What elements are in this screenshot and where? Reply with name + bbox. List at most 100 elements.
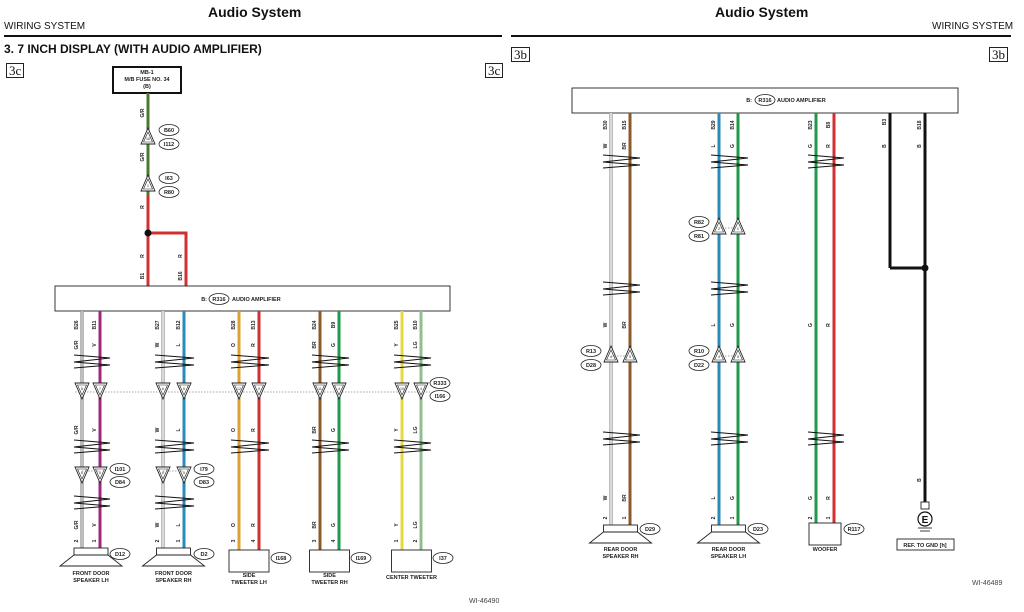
right-group-0-code-bot-0: W bbox=[603, 495, 609, 500]
left-ref-box-right[interactable]: 3c bbox=[485, 63, 504, 78]
left-group-0-mid-connector-1-connector-icon bbox=[92, 382, 108, 401]
inline-connector-b60-bottom: I112 bbox=[164, 142, 174, 148]
right-ref-box-right[interactable]: 3b bbox=[989, 47, 1008, 62]
left-group-4-mid-connector-1-connector-inner bbox=[416, 384, 426, 396]
fuse-wire-code-low: R bbox=[140, 205, 146, 209]
left-group-1-connector: D2 bbox=[200, 552, 207, 558]
right-group-1-code-bot-1: G bbox=[730, 496, 736, 500]
right-group-2-code-mid-0: G bbox=[808, 323, 814, 327]
left-group-0-lower-connector-bottom: D84 bbox=[115, 480, 126, 486]
fuse-wire-code-b16: R bbox=[178, 254, 184, 258]
inline-connector-i63-pin: 1 bbox=[147, 184, 149, 188]
right-group-2-code-top-0: G bbox=[808, 144, 814, 148]
left-group-1-lower-connector-top-oval bbox=[193, 463, 215, 475]
right-group-0-pin-amp-0: B30 bbox=[603, 120, 609, 129]
right-group-2-code-bot-1: R bbox=[826, 496, 832, 500]
inline-connector-i63-connector-inner bbox=[143, 178, 153, 190]
left-group-0-mid-connector-0-connector-inner bbox=[77, 384, 87, 396]
inline-connector-b60-pin: 16 bbox=[146, 137, 150, 141]
left-group-1-lower-connector-1-connector-inner bbox=[179, 468, 189, 480]
fuse-wire-red-branch bbox=[148, 231, 188, 287]
left-group-2-code-top-0: O bbox=[231, 343, 237, 347]
inline-connector-i63-connector-icon bbox=[140, 173, 156, 192]
left-amp-name: AUDIO AMPLIFIER bbox=[232, 297, 281, 303]
splice-dot bbox=[144, 229, 152, 237]
left-group-0-break-low bbox=[73, 495, 111, 510]
left-section-label: WIRING SYSTEM bbox=[4, 21, 86, 32]
right-group-1-end-pin-0: 2 bbox=[711, 516, 717, 519]
left-group-1-code-bot-1: L bbox=[176, 523, 182, 526]
right-group-0-lower-connector-1-pin: 3 bbox=[629, 355, 631, 359]
right-group-1-upper-connector-1-connector-inner bbox=[733, 221, 743, 233]
left-group-1-break-top bbox=[154, 354, 195, 369]
right-ref-box-left[interactable]: 3b bbox=[511, 47, 530, 62]
left-group-2-mid-connector-0-connector-inner bbox=[234, 384, 244, 396]
left-group-4-mid-connector-1-connector-icon bbox=[413, 382, 429, 401]
left-group-0-lower-connector-0-pin: 6 bbox=[81, 471, 83, 475]
right-group-1-break-1 bbox=[710, 154, 749, 169]
right-group-0-connector-oval bbox=[639, 523, 661, 535]
fuse-wire-pin-b1: B1 bbox=[140, 273, 146, 280]
right-group-0-lower-connector-bottom-oval bbox=[580, 359, 602, 371]
left-group-2-break-top bbox=[230, 354, 270, 369]
right-group-1-code-mid-1: G bbox=[730, 323, 736, 327]
left-group-0-mid-connector-1-connector-inner bbox=[95, 384, 105, 396]
right-group-0-code-mid-0: W bbox=[603, 322, 609, 327]
left-amplifier-box bbox=[54, 285, 451, 312]
left-group-1-code-top-1: L bbox=[176, 343, 182, 346]
ground-ref-box bbox=[896, 538, 955, 551]
left-group-1-code-mid-0: W bbox=[155, 427, 161, 432]
left-group-1-speaker-cone-icon bbox=[141, 554, 206, 567]
right-group-0-code-top-1: BR bbox=[622, 142, 628, 150]
left-group-2-break-mid bbox=[230, 439, 270, 454]
left-group-3-end-pin-0: 3 bbox=[312, 539, 318, 542]
right-group-0-lower-connector-0-connector-icon bbox=[603, 344, 619, 363]
right-group-1-upper-connector-bottom: R81 bbox=[694, 234, 704, 240]
right-section-label: WIRING SYSTEM bbox=[932, 21, 1014, 32]
left-group-4-pin-amp-1: B10 bbox=[413, 320, 419, 329]
left-group-0-connector: D12 bbox=[115, 552, 125, 558]
left-group-1-mid-connector-0-pin: 6 bbox=[162, 387, 164, 391]
right-group-1-code-bot-0: L bbox=[711, 496, 717, 499]
left-page-title: Audio System bbox=[208, 4, 302, 20]
left-group-3-break-top bbox=[311, 354, 350, 369]
right-group-1-lower-connector-0-connector-inner bbox=[714, 349, 724, 361]
fuse-line1: MB-1 bbox=[140, 70, 153, 76]
left-group-3-code-mid-1: G bbox=[331, 428, 337, 432]
left-group-0-lower-connector-0-connector-inner bbox=[77, 468, 87, 480]
fuse-wire-code-top: G/R bbox=[140, 108, 146, 117]
left-group-1-break-low bbox=[154, 495, 195, 510]
right-group-1-pin-amp-1: B14 bbox=[730, 120, 736, 129]
inline-connector-i63-bottom: R80 bbox=[164, 190, 174, 196]
left-group-0-code-bot-1: V bbox=[92, 523, 98, 527]
ground-pin-b18: B18 bbox=[917, 120, 923, 129]
right-group-0-end-pin-0: 2 bbox=[603, 516, 609, 519]
fuse-wire-code-b1: R bbox=[140, 254, 146, 258]
left-group-4-connector: I37 bbox=[439, 556, 447, 562]
left-group-1-lower-connector-0-pin: 6 bbox=[162, 471, 164, 475]
left-group-4-code-mid-1: LG bbox=[413, 426, 419, 433]
inline-connector-i63-bottom-oval bbox=[158, 186, 180, 198]
left-group-0-speaker-magnet bbox=[73, 547, 109, 556]
ground-pin-b3: B3 bbox=[882, 119, 888, 126]
right-group-1-upper-connector-0-pin: 2 bbox=[718, 227, 720, 231]
right-amp-connector: R316 bbox=[758, 98, 771, 104]
left-group-0-lower-connector-top-oval bbox=[109, 463, 131, 475]
right-group-0-lower-connector-bottom: D28 bbox=[586, 363, 596, 369]
left-group-1-lower-connector-1-pin: 5 bbox=[183, 471, 185, 475]
left-group-2-end-pin-1: 4 bbox=[251, 539, 257, 542]
left-group-0-code-bot-0: G/R bbox=[74, 520, 80, 529]
left-group-0-pin-amp-1: B11 bbox=[92, 320, 98, 329]
left-group-0-lower-connector-1-connector-icon bbox=[92, 466, 108, 485]
left-group-3-break-mid bbox=[311, 439, 350, 454]
left-group-0-speaker-cone-icon bbox=[58, 554, 124, 567]
left-group-3-code-top-0: BR bbox=[312, 341, 318, 349]
left-ref-box-left[interactable]: 3c bbox=[6, 63, 25, 78]
ground-symbol-letter: E bbox=[922, 515, 929, 526]
left-group-3-mid-connector-0-connector-icon bbox=[312, 382, 328, 401]
right-group-1-code-mid-0: L bbox=[711, 323, 717, 326]
left-group-2-pin-amp-1: B13 bbox=[251, 320, 257, 329]
right-group-1-end-pin-1: 1 bbox=[730, 516, 736, 519]
ground-code-b18: B bbox=[917, 144, 923, 148]
left-group-4-mid-connector-1-pin: 4 bbox=[420, 387, 422, 391]
